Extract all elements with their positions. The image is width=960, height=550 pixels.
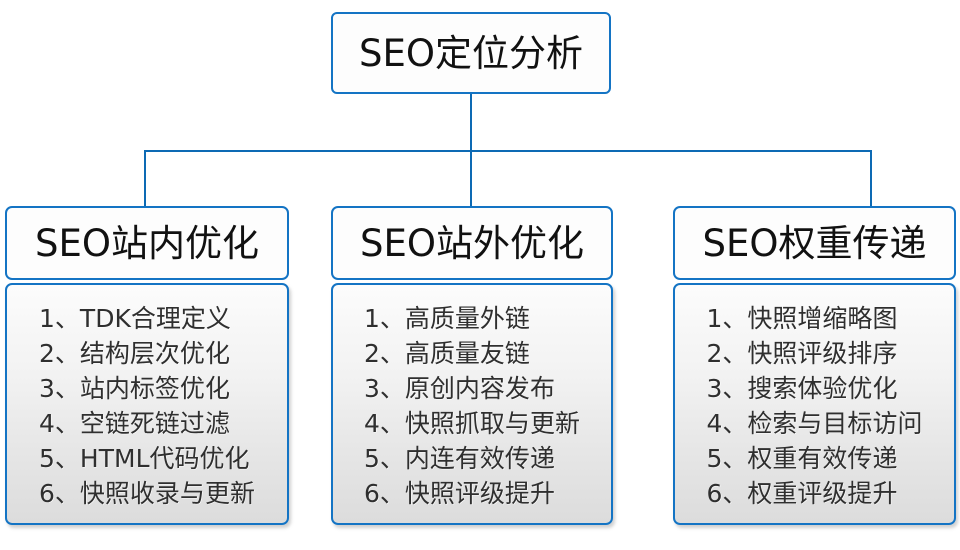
branch-column-seo-offsite: SEO站外优化 1、高质量外链 2、高质量友链 3、原创内容发布 4、快照抓取与…	[331, 206, 613, 525]
list-item: 2、快照评级排序	[706, 339, 898, 368]
branch-body-1: 1、TDK合理定义 2、结构层次优化 3、站内标签优化 4、空链死链过滤 5、H…	[5, 283, 289, 525]
root-node[interactable]: SEO定位分析	[331, 12, 611, 94]
branch-header-2[interactable]: SEO站外优化	[331, 206, 613, 280]
branch-header-1[interactable]: SEO站内优化	[5, 206, 289, 280]
branch-header-label-1: SEO站内优化	[35, 221, 259, 265]
list-item: 6、权重评级提升	[706, 479, 898, 508]
item-list-1: 1、TDK合理定义 2、结构层次优化 3、站内标签优化 4、空链死链过滤 5、H…	[39, 301, 255, 511]
list-item: 2、结构层次优化	[39, 339, 230, 368]
list-item: 1、高质量外链	[364, 304, 530, 333]
list-item: 6、快照评级提升	[364, 479, 555, 508]
item-list-2: 1、高质量外链 2、高质量友链 3、原创内容发布 4、快照抓取与更新 5、内连有…	[364, 301, 580, 511]
branch-column-seo-onsite: SEO站内优化 1、TDK合理定义 2、结构层次优化 3、站内标签优化 4、空链…	[5, 206, 289, 525]
branch-header-label-2: SEO站外优化	[360, 221, 584, 265]
list-item: 1、快照增缩略图	[706, 304, 898, 333]
connector-drop-column-1	[144, 150, 146, 208]
list-item: 3、搜索体验优化	[706, 374, 898, 403]
connector-root-stem	[470, 94, 472, 152]
list-item: 4、检索与目标访问	[706, 409, 923, 438]
connector-horizontal-bus	[144, 150, 872, 152]
list-item: 5、HTML代码优化	[39, 444, 250, 473]
list-item: 3、原创内容发布	[364, 374, 555, 403]
root-node-label: SEO定位分析	[359, 31, 583, 75]
list-item: 6、快照收录与更新	[39, 479, 255, 508]
item-list-3: 1、快照增缩略图 2、快照评级排序 3、搜索体验优化 4、检索与目标访问 5、权…	[707, 301, 923, 511]
list-item: 2、高质量友链	[364, 339, 530, 368]
list-item: 4、空链死链过滤	[39, 409, 230, 438]
branch-header-3[interactable]: SEO权重传递	[673, 206, 956, 280]
list-item: 3、站内标签优化	[39, 374, 230, 403]
list-item: 5、内连有效传递	[364, 444, 555, 473]
branch-body-2: 1、高质量外链 2、高质量友链 3、原创内容发布 4、快照抓取与更新 5、内连有…	[331, 283, 613, 525]
list-item: 5、权重有效传递	[706, 444, 898, 473]
list-item: 1、TDK合理定义	[39, 304, 231, 333]
branch-column-seo-weight: SEO权重传递 1、快照增缩略图 2、快照评级排序 3、搜索体验优化 4、检索与…	[673, 206, 956, 525]
connector-drop-column-3	[870, 150, 872, 208]
connector-drop-column-2	[470, 150, 472, 208]
branch-body-3: 1、快照增缩略图 2、快照评级排序 3、搜索体验优化 4、检索与目标访问 5、权…	[673, 283, 956, 525]
branch-header-label-3: SEO权重传递	[702, 221, 927, 265]
list-item: 4、快照抓取与更新	[364, 409, 580, 438]
